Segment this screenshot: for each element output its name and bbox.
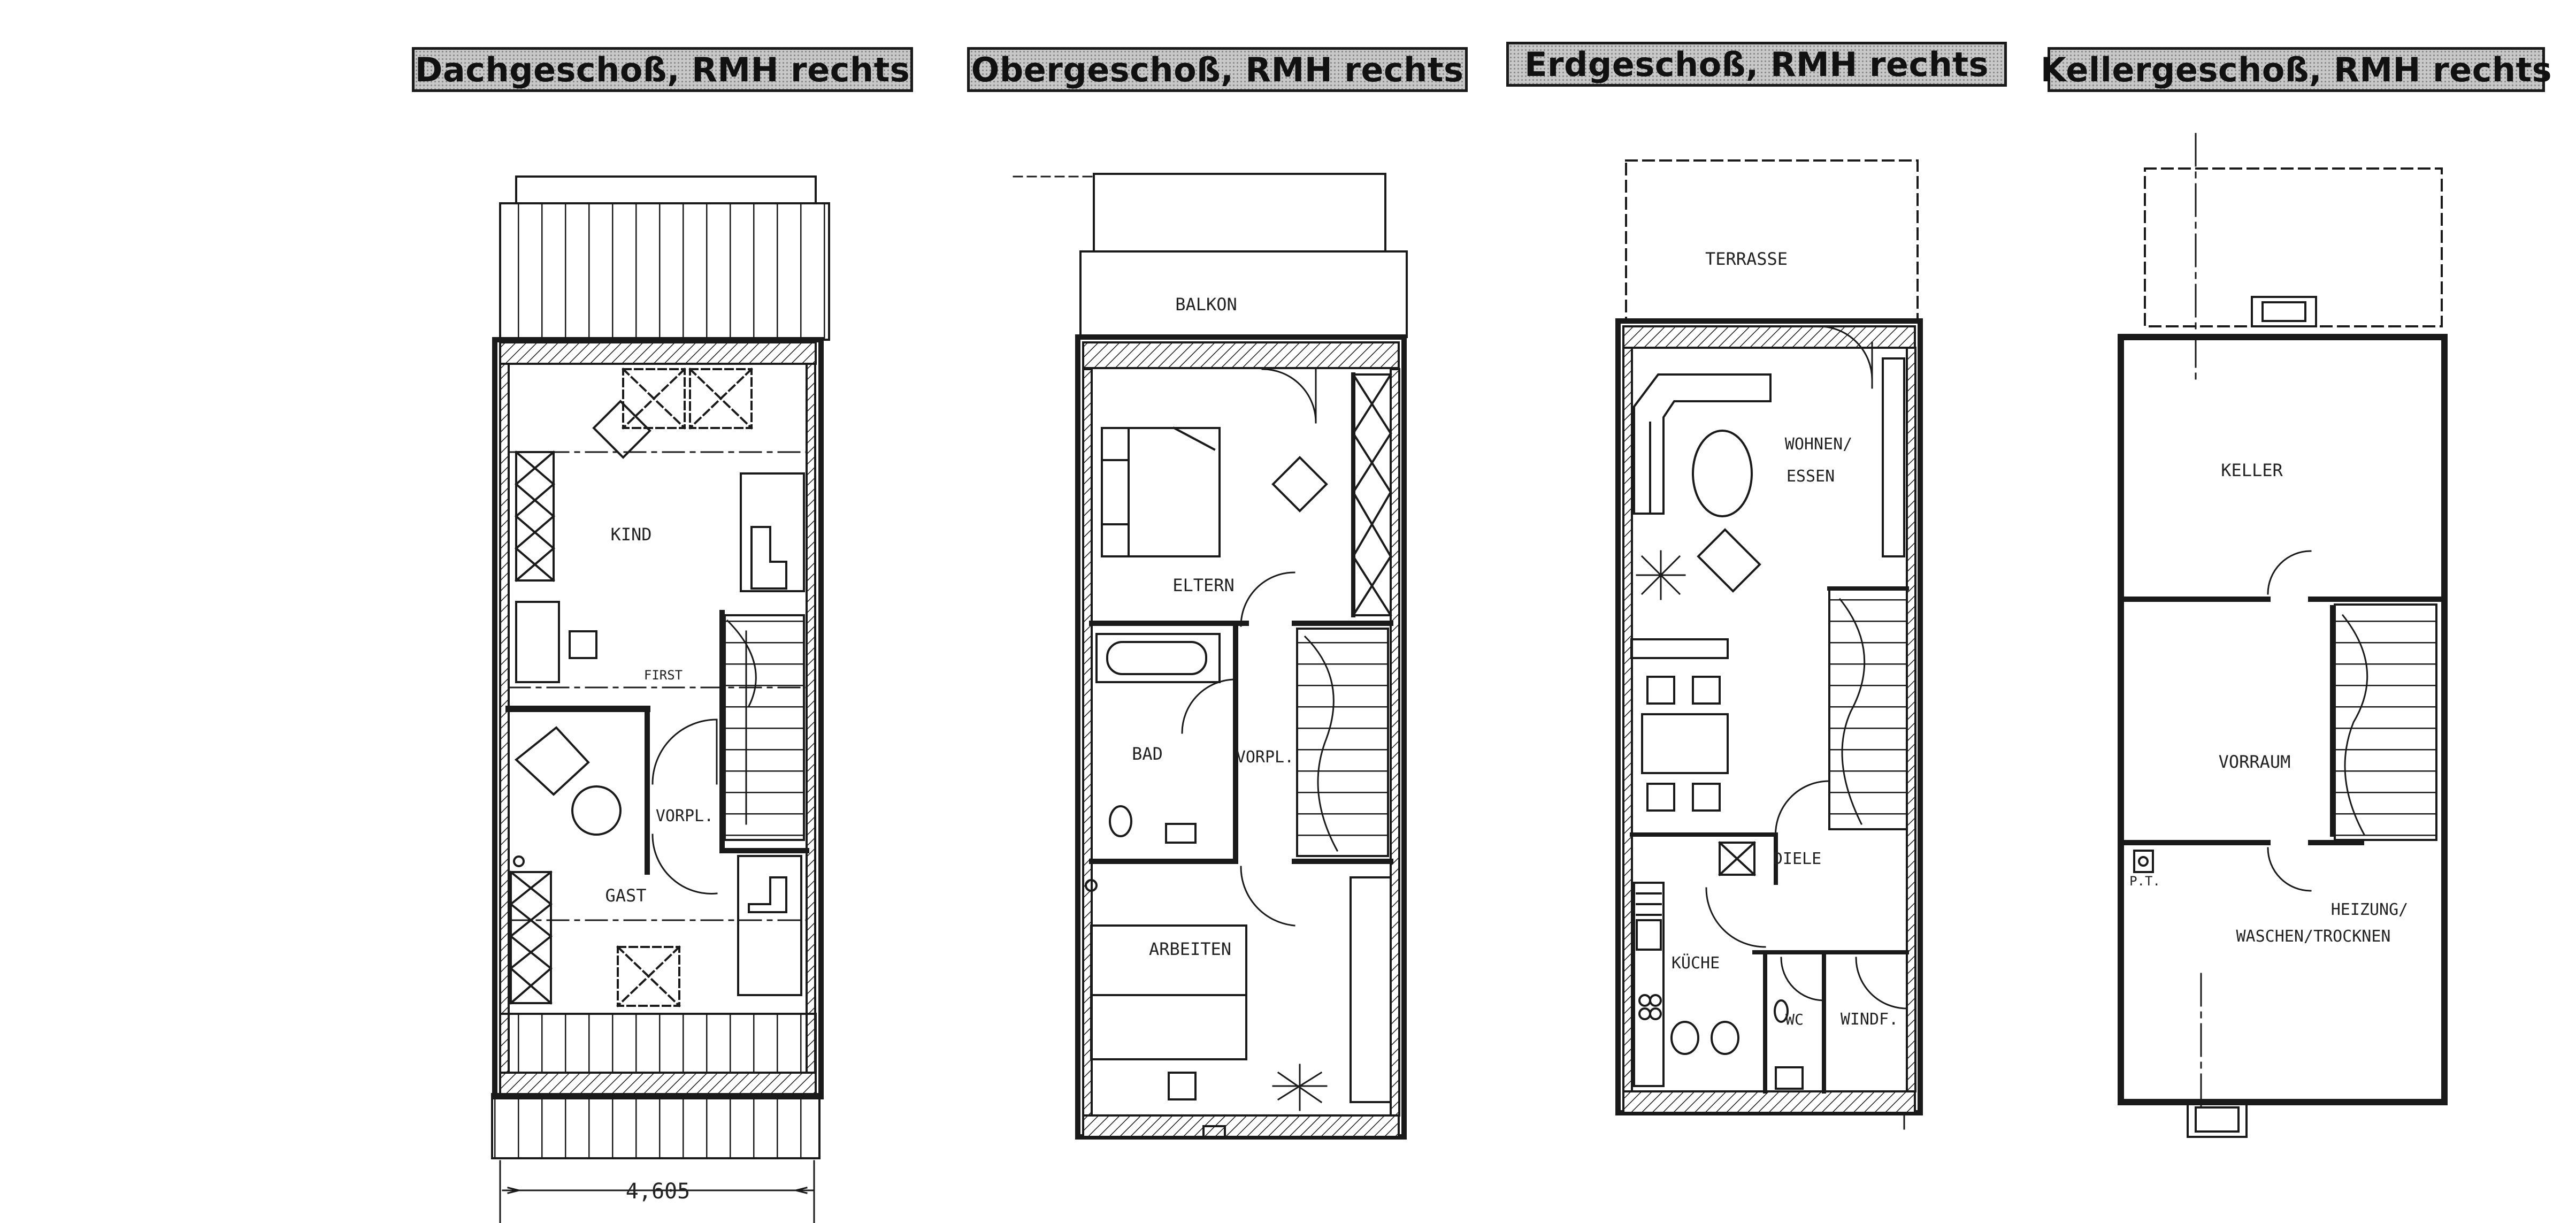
plan-obergeschoss <box>1013 173 1408 1140</box>
title-obergeschoss: Obergeschoß, RMH rechts <box>967 47 1468 92</box>
room-label-arbeiten: ARBEITEN <box>1149 939 1231 959</box>
room-label-bad: BAD <box>1132 744 1163 764</box>
room-label-kind: KIND <box>610 524 651 545</box>
room-label-heizung: HEIZUNG/ <box>2331 900 2409 919</box>
room-label-eltern: ELTERN <box>1172 575 1235 595</box>
room-label-pt: P.T. <box>2129 874 2160 889</box>
room-label-essen: ESSEN <box>1787 467 1835 486</box>
plan-dachgeschoss <box>491 175 830 1223</box>
title-erdgeschoss: Erdgeschoß, RMH rechts <box>1506 42 2007 87</box>
title-erdgeschoss-text: Erdgeschoß, RMH rechts <box>1524 44 1989 84</box>
room-label-wc: WC <box>1785 1011 1804 1028</box>
plan-kellergeschoss <box>2118 133 2448 1138</box>
room-label-kueche: KÜCHE <box>1672 953 1720 973</box>
room-label-waschen-trocknen: WASCHEN/TROCKNEN <box>2236 927 2391 946</box>
title-dachgeschoss-text: Dachgeschoß, RMH rechts <box>415 50 910 89</box>
room-label-vorraum: VORRAUM <box>2219 752 2291 772</box>
room-label-diele: DIELE <box>1773 850 1821 868</box>
room-label-vorpl-ober: VORPL. <box>1236 748 1294 767</box>
room-label-first: FIRST <box>644 668 683 683</box>
title-obergeschoss-text: Obergeschoß, RMH rechts <box>971 50 1464 89</box>
plan-erdgeschoss <box>1615 159 1923 1130</box>
title-kellergeschoss-text: Kellergeschoß, RMH rechts <box>2040 50 2552 89</box>
room-label-windf: WINDF. <box>1841 1010 1898 1029</box>
dimension-width: 4,605 <box>626 1179 690 1204</box>
room-label-balkon: BALKON <box>1175 294 1237 315</box>
room-label-keller: KELLER <box>2221 460 2283 480</box>
room-label-vorpl-dach: VORPL. <box>656 807 714 825</box>
room-label-gast: GAST <box>605 885 646 906</box>
room-label-wohnen: WOHNEN/ <box>1785 435 1852 454</box>
title-dachgeschoss: Dachgeschoß, RMH rechts <box>412 47 913 92</box>
room-label-terrasse: TERRASSE <box>1705 249 1788 269</box>
title-kellergeschoss: Kellergeschoß, RMH rechts <box>2041 47 2552 92</box>
